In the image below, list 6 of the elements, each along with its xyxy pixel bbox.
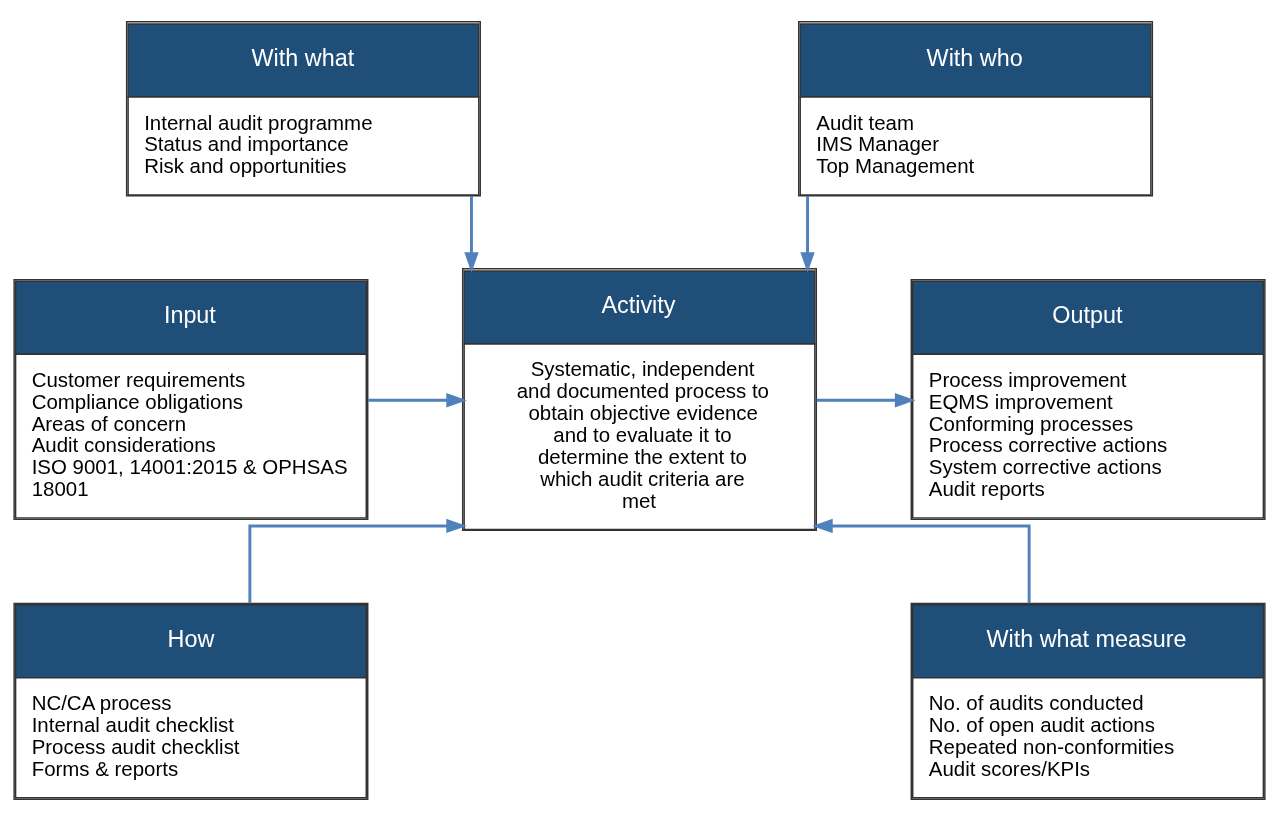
arrow (464, 196, 479, 273)
arrow (248, 518, 467, 604)
arrow (800, 196, 815, 273)
arrow (368, 393, 467, 408)
arrow (816, 393, 916, 408)
arrow (812, 518, 1031, 604)
